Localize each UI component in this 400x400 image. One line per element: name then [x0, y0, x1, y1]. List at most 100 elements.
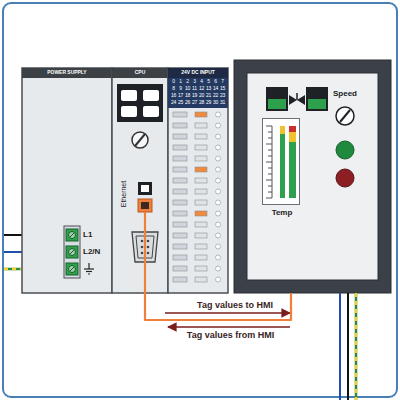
hmi-panel-part	[308, 99, 326, 109]
input-number: 4	[198, 79, 205, 85]
input-module-part	[173, 277, 187, 282]
cpu-module-part	[121, 90, 137, 101]
input-module-part	[216, 123, 221, 128]
temperature-gauge-part-part	[266, 162, 272, 163]
temperature-gauge-part-part	[268, 150, 272, 151]
input-number: 9	[177, 86, 184, 92]
hmi-panel-part	[247, 73, 378, 280]
input-module-part	[216, 233, 221, 238]
input-module-part	[173, 189, 187, 194]
input-module-part	[216, 112, 221, 117]
input-number: 12	[198, 86, 205, 92]
hmi-panel-part	[336, 141, 354, 159]
input-module-part	[216, 211, 221, 216]
power-supply-module	[22, 68, 112, 293]
input-module-part	[173, 200, 187, 205]
input-module-part	[195, 233, 207, 238]
power-supply-module-part	[70, 250, 74, 254]
hmi-wires-part	[339, 293, 341, 400]
input-module-part	[168, 68, 228, 78]
input-module-part	[195, 112, 207, 117]
terminal-label: L2/N	[83, 247, 109, 256]
cpu-module-part-part	[147, 252, 150, 255]
input-number: 18	[184, 93, 191, 99]
temperature-gauge-part-part	[268, 174, 272, 175]
input-module-part	[168, 78, 228, 108]
plc-module: CPUEthernet	[112, 68, 168, 293]
temperature-gauge-part-part	[266, 126, 272, 127]
input-number: 2	[184, 79, 191, 85]
hmi-panel-part	[268, 99, 286, 109]
temperature-gauge-part-part	[268, 168, 272, 169]
cpu-module-part-part	[141, 240, 144, 243]
power-supply-module-part	[64, 226, 80, 278]
input-number: 25	[177, 100, 184, 106]
temperature-gauge-part	[280, 126, 285, 134]
input-module-part	[195, 156, 207, 161]
input-number: 19	[191, 93, 198, 99]
input-module-part	[195, 211, 207, 216]
power-supply-module-part	[70, 267, 74, 271]
input-module-part	[173, 255, 187, 260]
tag-flow-arrows-part	[165, 312, 290, 314]
input-number: 15	[219, 86, 226, 92]
ground-symbol-part	[84, 268, 94, 269]
module-title: POWER SUPPLY	[22, 70, 112, 76]
temperature-gauge-part-part	[268, 132, 272, 133]
hmi-panel: SpeedTemp	[234, 60, 391, 293]
power-supply-module-part	[22, 68, 112, 293]
ground-symbol-part	[88, 263, 89, 269]
input-module-part	[173, 233, 187, 238]
power-supply-module-part	[69, 266, 76, 273]
input-number: 7	[219, 79, 226, 85]
cpu-module-part-part	[141, 252, 144, 255]
cpu-module	[112, 68, 168, 293]
cpu-module-part	[141, 185, 149, 192]
hmi-wires-part	[347, 293, 349, 400]
module-title: 24V DC INPUT	[168, 70, 228, 76]
input-module-part	[173, 211, 187, 216]
plc-module: 24V DC INPUT	[168, 68, 228, 293]
ground-symbol-part	[86, 271, 92, 272]
input-number: 28	[198, 100, 205, 106]
input-module-part	[195, 189, 207, 194]
input-module-part	[216, 222, 221, 227]
flow-label: Tag values to HMI	[170, 300, 300, 310]
cpu-module-part-part	[141, 246, 144, 249]
temperature-gauge	[262, 118, 300, 205]
input-module-part	[195, 178, 207, 183]
input-number: 8	[170, 86, 177, 92]
cpu-module-part-part	[147, 240, 150, 243]
input-number: 26	[184, 100, 191, 106]
ground-symbol	[84, 263, 94, 274]
input-number: 6	[212, 79, 219, 85]
input-module-part	[173, 178, 187, 183]
input-number: 16	[170, 93, 177, 99]
input-number: 29	[205, 100, 212, 106]
input-module-part	[168, 68, 228, 293]
temperature-gauge-part	[266, 126, 272, 198]
input-number: 27	[191, 100, 198, 106]
input-module-part	[173, 266, 187, 271]
cpu-module-part	[138, 182, 152, 195]
input-number: 13	[205, 86, 212, 92]
input-number: 23	[219, 93, 226, 99]
plc-module: POWER SUPPLY	[22, 68, 112, 293]
input-module-part	[216, 167, 221, 172]
terminal-label: L1	[83, 230, 103, 239]
cpu-module-part	[143, 106, 159, 117]
temperature-gauge-part-part	[266, 198, 272, 199]
cpu-module-part	[112, 68, 168, 78]
tag-flow-arrows-part	[168, 326, 290, 328]
input-number: 24	[170, 100, 177, 106]
temperature-gauge-part-part	[268, 192, 272, 193]
input-module-part	[216, 178, 221, 183]
input-module-part	[216, 189, 221, 194]
cpu-module-part	[132, 132, 148, 148]
input-number: 31	[219, 100, 226, 106]
input-module-part	[195, 266, 207, 271]
input-number: 30	[212, 100, 219, 106]
power-supply-module-part	[69, 249, 76, 256]
panel-label: Ethernet	[120, 174, 128, 214]
input-module-part	[195, 123, 207, 128]
